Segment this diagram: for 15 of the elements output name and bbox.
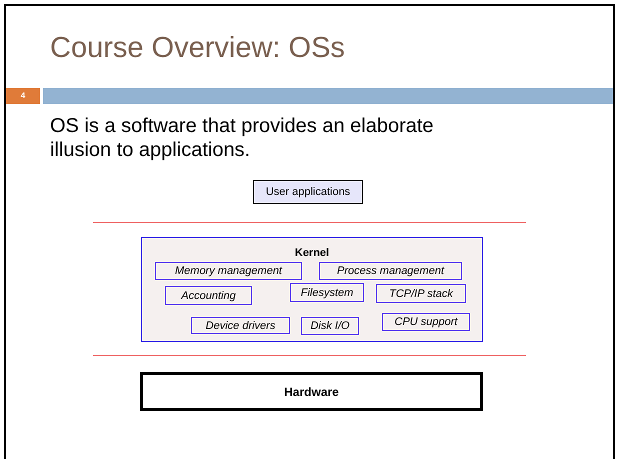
group-title: Kernel: [294, 247, 330, 259]
module-box: Process management: [319, 262, 462, 280]
module-box: Memory management: [155, 262, 302, 280]
module-box: Disk I/O: [301, 317, 359, 335]
slide-title: Course Overview: OSs: [50, 32, 345, 65]
module-box: Filesystem: [290, 283, 364, 302]
layer-box: User applications: [253, 180, 363, 204]
module-box: Accounting: [165, 286, 252, 305]
module-box: CPU support: [382, 313, 470, 331]
module-box: TCP/IP stack: [376, 284, 466, 303]
body-text: OS is a software that provides an elaborate illusion to applications.: [50, 114, 435, 162]
hardware-box: Hardware: [140, 372, 483, 411]
slide-number: 4: [6, 88, 40, 104]
module-box: Device drivers: [191, 317, 290, 334]
kernel-box: [141, 237, 483, 342]
